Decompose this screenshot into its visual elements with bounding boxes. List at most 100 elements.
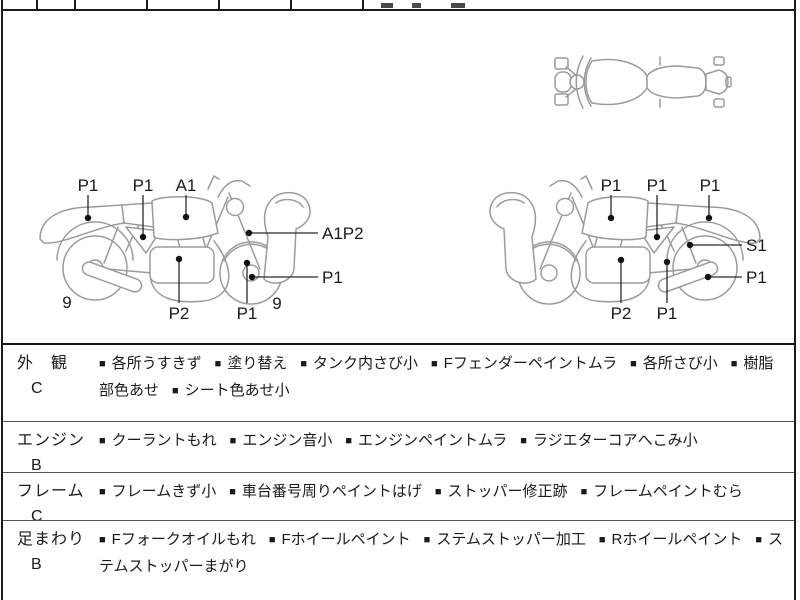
bullet-icon: ■ [229, 435, 237, 447]
tail-light [725, 76, 732, 88]
damage-code-label: P1 [657, 304, 678, 323]
bullet-icon: ■ [434, 486, 442, 498]
table-row-engine: エンジン B ■ クーラントもれ ■ エンジン音小 ■エンジンペイントムラ ■ ラジエターコ… [3, 421, 794, 472]
bullet-icon: ■ [755, 534, 763, 546]
turn-signal [713, 98, 725, 108]
defect-text: Fホイールペイント [281, 531, 411, 548]
section-label-col: フレーム C [3, 473, 99, 520]
defect-item: ■ タンク内さび小 [300, 355, 418, 372]
mirror-stalks [565, 66, 577, 98]
defect-item: ■ Fフォークオイルもれ [99, 531, 256, 548]
defect-item: ■Fフェンダーペイントムラ [431, 355, 617, 372]
damage-code-label: A1 [176, 176, 197, 195]
diagram-area: P1 P1 A1 A1P2 P1 P2 P1 9 9 P1 P1 P1 S1 P… [39, 55, 767, 323]
damage-code-label: P1 [133, 176, 154, 195]
section-label-col: 足まわり B [3, 521, 99, 600]
defect-item: ■各所さび小 [630, 355, 718, 372]
bullet-icon: ■ [423, 534, 431, 546]
defect-text: タンク内さび小 [313, 355, 419, 372]
bullet-icon: ■ [268, 534, 276, 546]
turn-signal [713, 56, 725, 66]
sheet-right-border [794, 0, 796, 600]
defect-text: フレームペイントむら [593, 483, 743, 500]
section-label-col: エンジン B [3, 422, 99, 472]
defect-item: ■ ストッパー修正跡 [435, 483, 568, 500]
defect-text: 各所さび小 [642, 355, 718, 372]
tail-top [705, 69, 729, 95]
header-text-remnant [381, 3, 393, 8]
damage-code-label: P1 [322, 268, 343, 287]
defect-text: ラジエターコアへこみ小 [532, 432, 698, 449]
defect-text: ステムストッパーまがり [99, 531, 784, 575]
section-label-col: 外 観 C [3, 345, 99, 421]
defect-item: ■ ステムストッパー加工 [424, 531, 586, 548]
bullet-icon: ■ [300, 358, 307, 370]
seat-top [646, 65, 707, 99]
inspection-table: 外 観 C ■各所うすきず■塗り替え■タンク内さび小■Fフェンダーペイントムラ■… [3, 343, 794, 600]
bullet-icon: ■ [99, 358, 106, 370]
defect-text: ストッパー修正跡 [447, 483, 568, 500]
table-row-undercarriage: 足まわり B ■Fフォークオイルもれ■Fホイールペイント■ステムストッパー加工■… [3, 520, 794, 600]
damage-code-label: 9 [272, 294, 281, 313]
bullet-icon: ■ [730, 358, 738, 370]
bullet-icon: ■ [229, 486, 236, 498]
header-text-remnant [451, 3, 465, 8]
defect-text: ステムストッパー加工 [436, 531, 586, 548]
defect-list: ■フレームきず小■車台番号周りペイントはげ■ストッパー修正跡■フレームペイントむ… [99, 473, 794, 520]
defect-text: 車台番号周りペイントはげ [241, 483, 422, 500]
section-name: 足まわり [17, 531, 86, 548]
header-text-remnant [412, 3, 421, 8]
tank-top [585, 58, 648, 106]
defect-text: クーラントもれ [111, 432, 217, 449]
right-diagram-callouts: P1 P1 P1 S1 P1 P2 P1 [601, 176, 767, 323]
table-row-frame: フレーム C ■フレームきず小■車台番号周りペイントはげ■ストッパー修正跡■フレ… [3, 472, 794, 520]
damage-code-label: S1 [746, 236, 767, 255]
defect-text: 樹脂部色あせ [99, 355, 774, 399]
defect-text: Fフォークオイルもれ [111, 531, 256, 548]
grade-value: C [31, 380, 43, 397]
defect-text: Fフェンダーペイントムラ [443, 355, 618, 372]
defect-item: ■シート色あせ小 [172, 382, 290, 399]
header-cell-divider [290, 0, 292, 9]
defect-item: ■ エンジン音小 [230, 432, 333, 449]
header-cell-divider [146, 0, 148, 9]
defect-item: ■ 車台番号周りペイントはげ [229, 483, 422, 500]
damage-code-label: P1 [237, 304, 258, 323]
mirror-left [554, 57, 569, 70]
bullet-icon: ■ [99, 435, 106, 447]
left-diagram-callouts: P1 P1 A1 A1P2 P1 P2 P1 9 9 [62, 176, 363, 323]
bullet-icon: ■ [580, 486, 588, 498]
windscreen-top [583, 57, 592, 107]
damage-code-label: P1 [78, 176, 99, 195]
defect-text: 塗り替え [227, 355, 288, 372]
grade-value: C [31, 508, 43, 520]
section-name: フレーム [17, 483, 85, 500]
bullet-icon: ■ [172, 385, 179, 397]
defect-item: ■フレームきず小 [99, 483, 216, 500]
defect-item: ■ フレームペイントむら [581, 483, 743, 500]
defect-item: ■各所うすきず [99, 355, 202, 372]
defect-item: ■ クーラントもれ [99, 432, 217, 449]
header-cell-divider [362, 0, 364, 9]
bullet-icon: ■ [99, 534, 106, 546]
motorcycle-left-sketch [39, 175, 311, 305]
defect-list: ■ クーラントもれ ■ エンジン音小 ■エンジンペイントムラ ■ ラジエターコアへこみ小 [99, 422, 794, 472]
damage-code-label: P1 [700, 176, 721, 195]
defect-text: エンジン音小 [242, 432, 333, 449]
mirror-right [554, 93, 569, 106]
bullet-icon: ■ [99, 486, 106, 498]
defect-item: ■ ラジエターコアへこみ小 [520, 432, 697, 449]
damage-code-label: P1 [746, 268, 767, 287]
defect-item: ■エンジンペイントムラ [345, 432, 507, 449]
defect-text: Rホイールペイント [611, 531, 743, 548]
defect-item: ■塗り替え [215, 355, 288, 372]
damage-code-label: A1P2 [322, 224, 364, 243]
bullet-icon: ■ [598, 534, 606, 546]
damage-code-label: P1 [601, 176, 622, 195]
bullet-icon: ■ [520, 435, 527, 447]
section-name: 外 観 [17, 355, 69, 372]
header-cell-divider [218, 0, 220, 9]
damage-code-label: P2 [611, 304, 632, 323]
damage-code-label: P2 [169, 304, 190, 323]
